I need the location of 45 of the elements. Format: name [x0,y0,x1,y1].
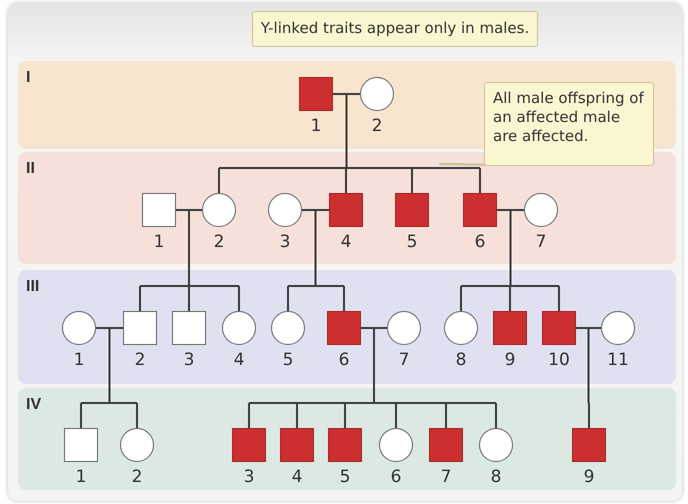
individual-number: 2 [214,232,224,252]
individual-number: 2 [134,350,146,370]
pedigree-lines [80,327,138,429]
generation-band [18,152,676,264]
pedigree-lines [460,209,560,312]
individual-number: 7 [536,232,546,252]
title-box: Y-linked traits appear only in males. [252,11,538,47]
individual-number: 5 [340,467,350,487]
individual-number: 9 [584,467,594,487]
generation-label: III [26,278,40,296]
individual-number: 11 [607,350,629,370]
individual-number: 5 [282,350,294,370]
individual-number: 1 [76,467,86,487]
pedigree-lines [139,209,240,312]
callout-box: All male offspring of an affected male are affected. [484,82,654,166]
pedigree-lines [287,209,345,312]
individual-number: 7 [398,350,410,370]
individual-number: 8 [490,467,502,487]
individual-number: 5 [406,232,418,252]
generation-band [18,270,676,384]
individual-number: 10 [548,350,570,370]
individual-number: 6 [390,467,402,487]
individual-number: 1 [154,232,164,252]
generation-label: I [26,69,30,87]
individual-number: 2 [132,467,142,487]
generation-band [18,388,676,490]
individual-number: 8 [456,350,466,370]
individual-number: 4 [292,467,302,487]
individual-number: 6 [338,350,350,370]
individual-number: 3 [280,232,290,252]
individual-number: 3 [244,467,254,487]
individual-number: 4 [340,232,352,252]
generation-label: IV [26,396,42,414]
pedigree-lines [218,93,481,194]
individual-number: 7 [440,467,452,487]
pedigree-lines [575,327,602,429]
generation-label: II [26,160,35,178]
pedigree-lines [248,327,497,429]
individual-number: 4 [234,350,244,370]
individual-number: 1 [74,350,84,370]
individual-number: 6 [474,232,486,252]
individual-number: 9 [504,350,516,370]
individual-number: 1 [310,116,322,136]
individual-number: 2 [372,116,382,136]
individual-number: 3 [184,350,194,370]
